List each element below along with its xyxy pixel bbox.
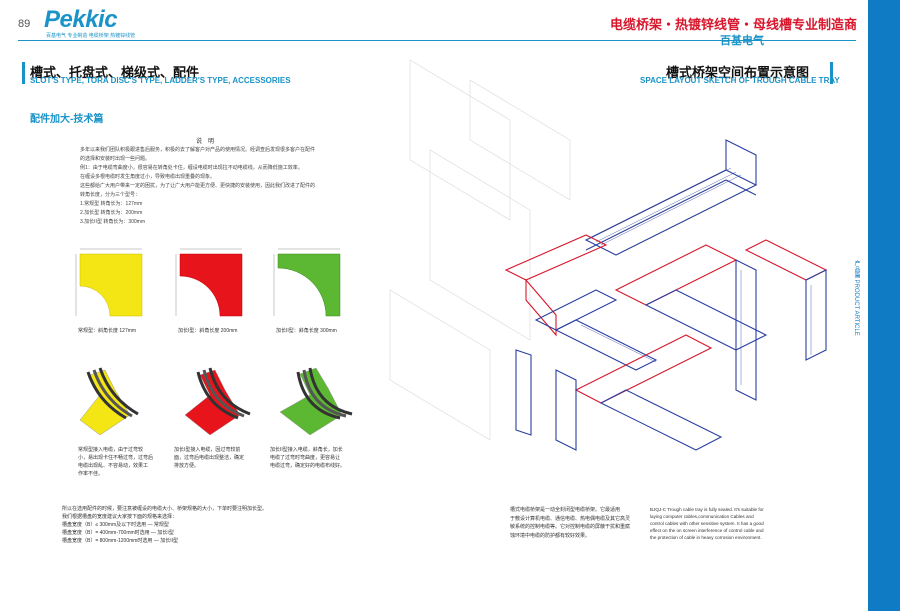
selection-guide: 所以在选用配件的时候，要注意被缠设的电缆大小、桥架规格的大小，下单时要注明加长型…: [62, 505, 267, 545]
desc-line: 于敷设计算机电缆、通信电缆、热电偶电缆及其它高灵: [510, 515, 631, 522]
side-label: 产品篇 PRODUCT ARTICLE: [853, 260, 859, 336]
paragraph: 例1：由于电缆弯曲度小，很容易在转角处卡住，缠设电缆时出现拉不动电缆线，从而降低…: [80, 165, 303, 171]
desc-line: 常规型接入电缆，由于过弯较: [78, 447, 144, 453]
swatch-caption-standard: 常规型：斜角长度 127mm: [78, 328, 137, 334]
paragraph: 的选择和安装时出现一些问题。: [80, 156, 151, 162]
tray-description-cn: 槽式电缆桥架是一动全封闭型电缆桥架。它最适用 于敷设计算机电缆、通信电缆、热电偶…: [510, 506, 640, 540]
desc-line: effect on the on screen interference of …: [650, 528, 764, 533]
paragraph: 3.加长II型 转角长为：300mm: [80, 219, 146, 225]
subheading: 配件加大-技术篇: [30, 114, 104, 125]
elbow-desc-extended-ii: 加长II型接入电缆，斜角长，加长 电缆了过弯时弯曲度，更容易让 电缆过弯，确定好…: [270, 446, 358, 470]
desc-line: 排放方便。: [174, 463, 200, 469]
paragraph: 这些都给广大用户带来一定的困扰，为了让广大用户能更方便、更快捷的安装使用，因此我…: [80, 183, 316, 189]
desc-line: the protection of cable in heavy corrosi…: [650, 535, 762, 540]
paragraph: 2.加长型 转角长为：200mm: [80, 210, 143, 216]
paragraph: 在缠设多根电缆时发生角度过小，导致电缆出现重叠的现象。: [80, 174, 216, 180]
tray-description-en: BJQJ-C Trough cable tray is fully sealed…: [650, 506, 790, 541]
swatch-caption-extended-ii: 加长II型：斜角长度 300mm: [276, 328, 337, 334]
paragraph: 1.常规型 转角长为：127mm: [80, 201, 143, 207]
article-title: 说 明: [196, 139, 215, 145]
desc-line: 槽式电缆桥架是一动全封闭型电缆桥架。它最适用: [510, 507, 621, 513]
title-bar-left: [22, 62, 25, 84]
swatch-extended-i: [175, 248, 243, 317]
tray-layout-sketch: [504, 139, 828, 451]
logo: Pekkic: [44, 6, 118, 33]
section-title-cn: 槽式、托盘式、梯级式、配件: [30, 65, 200, 80]
page-number: 89: [18, 18, 31, 30]
side-band: [868, 0, 900, 611]
desc-line: 加长I型接入电缆，因过弯较前: [174, 447, 241, 453]
paragraph: 转角长度，分为三个型号：: [80, 192, 141, 198]
desc-line: 电缆出现乱、不容易动，效果工: [78, 463, 149, 469]
tagline: 电缆桥架・热镀锌线管・母线槽专业制造商: [610, 17, 858, 32]
desc-line: 蚀环境中电缆的防护都有较好效果。: [510, 532, 591, 539]
right-title-en: SPACE LAYOUT SKETCH OF TROUGH CABLE TRAY: [640, 76, 840, 85]
elbow-standard: [79, 367, 139, 436]
desc-line: 电缆过弯，确定好的电缆布线好。: [270, 463, 346, 469]
right-title-cn: 槽式桥架空间布置示意图: [666, 65, 810, 80]
article-body: 多年以来我们团队积极跟进售后服务，积极的去了解客户对产品的使用情况。经调查后发现…: [80, 146, 360, 227]
section-title-en: SLOT'S TYPE, TORA DISC'S TYPE, LADDER'S …: [30, 76, 291, 85]
desc-line: 电缆了过弯时弯曲度，更容易让: [270, 455, 341, 461]
desc-line: laying computer cables,communication Cab…: [650, 514, 754, 519]
guide-line: 我们根据槽盘的宽度建议大家按下面的规格来选择：: [62, 514, 178, 520]
desc-line: control cables with other sensitive syst…: [650, 521, 764, 526]
desc-line: BJQJ-C Trough cable tray is fully sealed…: [650, 507, 764, 512]
desc-line: 作率不佳。: [78, 471, 104, 477]
title-bar-right: [830, 62, 833, 84]
guide-line: 所以在选用配件的时候，要注意被缠设的电缆大小、桥架规格的大小，下单时要注明加长型…: [62, 506, 268, 512]
elbow-extended-ii: [279, 367, 353, 436]
paragraph: 多年以来我们团队积极跟进售后服务，积极的去了解客户对产品的使用情况。经调查后发现…: [80, 147, 316, 153]
elbow-illustrations: [79, 367, 353, 436]
guide-line: 槽盘宽度（B）≤ 300mm及以下时选用 — 常规型: [62, 522, 169, 528]
desc-line: 敏系统的控制电缆等。它对控制电缆的屏蔽干扰和重腐: [510, 524, 631, 530]
guide-line: 槽盘宽度（B）= 800mm-1200mm时选用 — 加长II型: [62, 538, 178, 544]
header-divider: [18, 40, 856, 41]
background-sketch: [389, 59, 571, 441]
swatch-caption-extended-i: 加长I型：斜角长度 200mm: [178, 328, 238, 334]
elbow-desc-standard: 常规型接入电缆，由于过弯较 小，易出现卡住不畅过弯，过弯后 电缆出现乱、不容易动…: [78, 446, 158, 478]
logo-subtitle: 百基电气 专业制造 电缆桥架 热镀锌线管: [46, 33, 136, 39]
desc-line: 小，易出现卡住不畅过弯，过弯后: [78, 455, 154, 461]
elbow-extended-i: [184, 367, 251, 436]
corner-swatches: [75, 248, 341, 317]
guide-line: 槽盘宽度（B）= 400mm-700mm时选用 — 加长I型: [62, 530, 174, 536]
swatch-standard: [75, 248, 143, 317]
desc-line: 面，过弯后电缆出现整洁，确定: [174, 455, 245, 461]
elbow-desc-extended-i: 加长I型接入电缆，因过弯较前 面，过弯后电缆出现整洁，确定 排放方便。: [174, 446, 254, 470]
desc-line: 加长II型接入电缆，斜角长，加长: [270, 447, 343, 453]
side-tab: [846, 210, 868, 390]
brand-name: 百基电气: [720, 35, 764, 47]
swatch-extended-ii: [273, 248, 341, 317]
